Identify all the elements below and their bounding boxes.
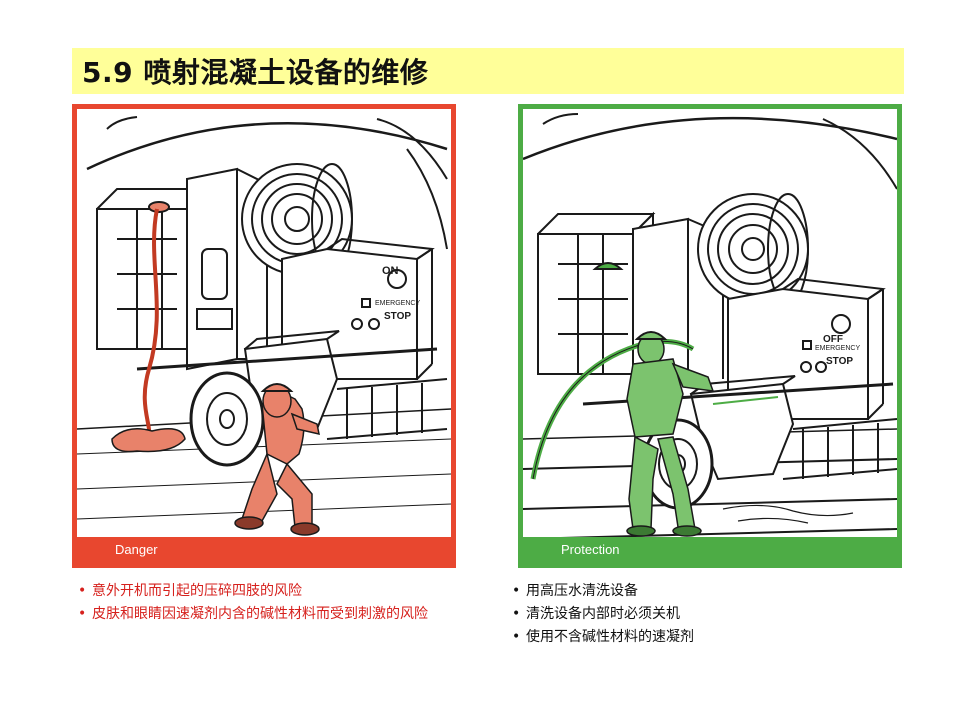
danger-illustration: ON EMERGENCY STOP	[77, 116, 451, 563]
page-title: 5.9 喷射混凝土设备的维修	[82, 56, 429, 89]
protection-panel: OFF EMERGENCY STOP Protection	[518, 104, 902, 568]
list-item: • 用高压水清洗设备	[512, 580, 694, 603]
list-item: • 使用不含碱性材料的速凝剂	[512, 626, 694, 649]
bullet-dot-icon: •	[512, 629, 521, 645]
bullet-dot-icon: •	[512, 583, 521, 599]
bullet-text: 用高压水清洗设备	[526, 583, 638, 599]
bullet-text: 皮肤和眼睛因速凝剂内含的碱性材料而受到刺激的风险	[92, 606, 428, 622]
bullet-text: 清洗设备内部时必须关机	[526, 606, 680, 622]
protection-illustration: OFF EMERGENCY STOP	[523, 113, 897, 563]
title-bar: 5.9 喷射混凝土设备的维修	[72, 48, 904, 94]
switch-label: ON	[382, 265, 399, 277]
danger-bullet-list: • 意外开机而引起的压碎四肢的风险 • 皮肤和眼睛因速凝剂内含的碱性材料而受到刺激的…	[78, 580, 428, 626]
bullet-dot-icon: •	[512, 606, 521, 622]
list-item: • 清洗设备内部时必须关机	[512, 603, 694, 626]
stop-label: STOP	[384, 311, 411, 322]
danger-panel: ON EMERGENCY STOP Danger	[72, 104, 456, 568]
list-item: • 皮肤和眼睛因速凝剂内含的碱性材料而受到刺激的风险	[78, 603, 428, 626]
switch-label: OFF	[823, 334, 843, 345]
danger-caption: Danger	[115, 542, 158, 557]
list-item: • 意外开机而引起的压碎四肢的风险	[78, 580, 428, 603]
emergency-label: EMERGENCY	[815, 345, 860, 352]
protection-bullet-list: • 用高压水清洗设备 • 清洗设备内部时必须关机 • 使用不含碱性材料的速凝剂	[512, 580, 694, 649]
bullet-text: 使用不含碱性材料的速凝剂	[526, 629, 694, 645]
bullet-text: 意外开机而引起的压碎四肢的风险	[92, 583, 302, 599]
bullet-dot-icon: •	[78, 606, 87, 622]
bullet-dot-icon: •	[78, 583, 87, 599]
emergency-label: EMERGENCY	[375, 300, 420, 307]
stop-label: STOP	[826, 356, 853, 367]
protection-caption: Protection	[561, 542, 620, 557]
